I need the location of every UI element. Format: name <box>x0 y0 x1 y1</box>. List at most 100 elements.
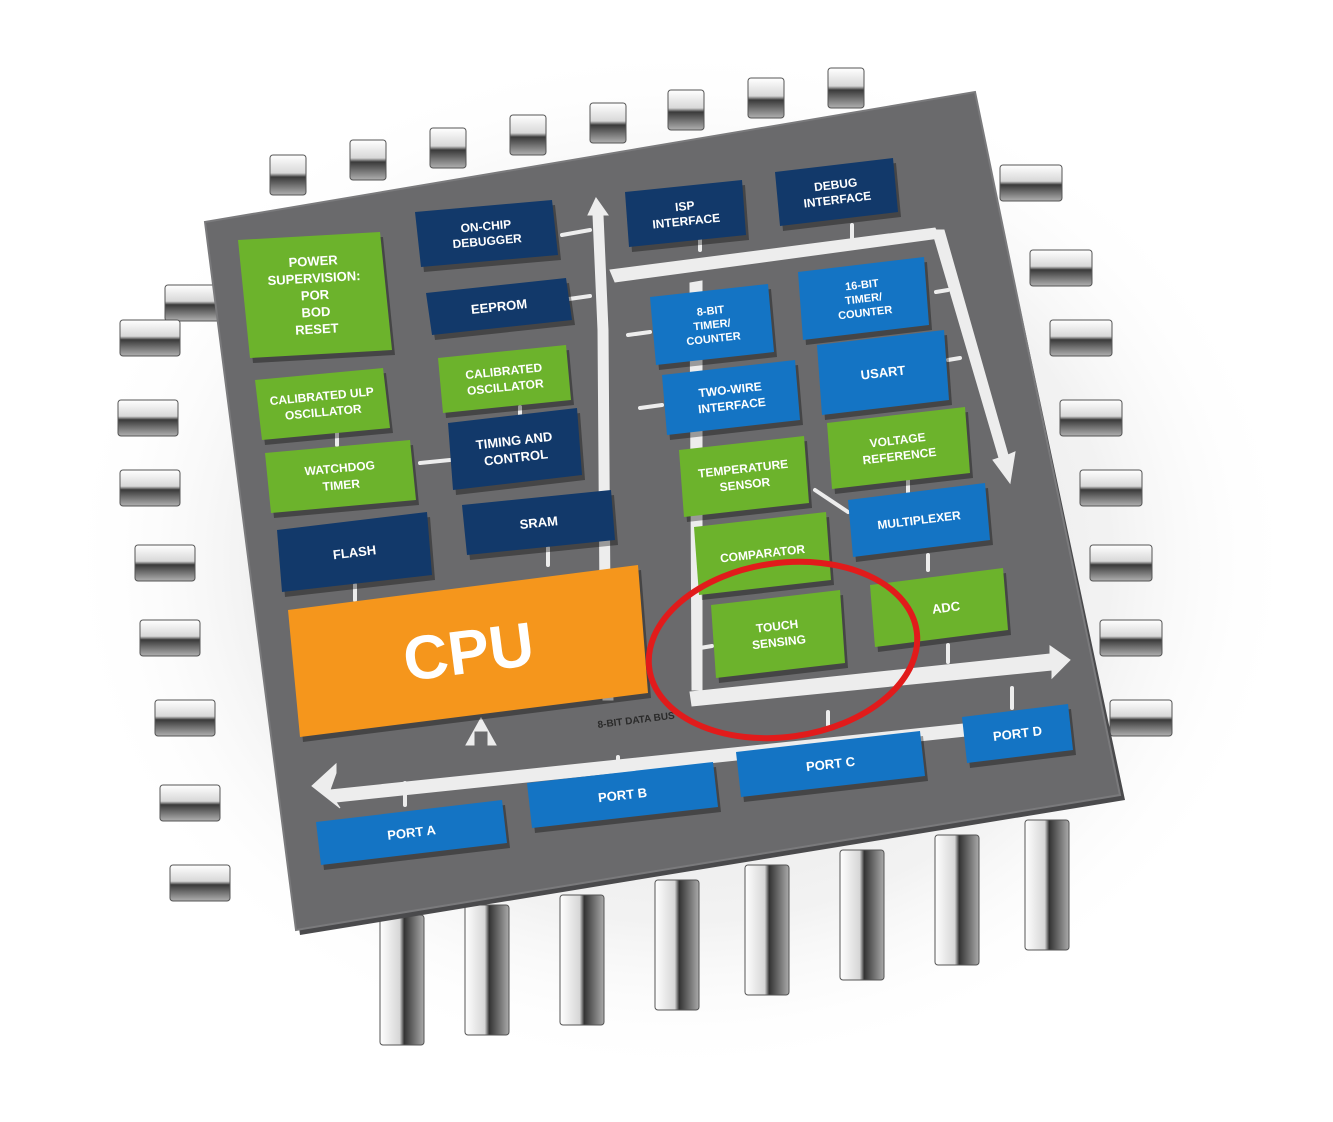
block-label: ADC <box>931 598 961 617</box>
highlight-ring <box>645 558 921 742</box>
block-face <box>662 360 800 435</box>
pin-top-1 <box>269 154 307 196</box>
block-label: BOD <box>301 304 331 321</box>
connector-arrow <box>946 356 962 362</box>
block-label: TIMER/ <box>844 291 882 307</box>
pin-top-6 <box>667 89 705 131</box>
connector-arrow <box>626 330 652 337</box>
pin-right-7 <box>1099 619 1163 657</box>
pin-right-2 <box>1029 249 1093 287</box>
block-label: WATCHDOG <box>304 458 375 478</box>
block-face <box>625 180 746 247</box>
block-face <box>277 512 432 592</box>
pin-top-7 <box>747 77 785 119</box>
block-label: POR <box>301 287 331 304</box>
pin-left-8 <box>159 784 221 822</box>
block-label: TIMER/ <box>693 317 731 333</box>
block-face <box>775 158 898 226</box>
block-label: CONTROL <box>483 446 549 468</box>
pin-right-4 <box>1059 399 1123 437</box>
pin-right-5 <box>1079 469 1143 507</box>
connector-arrow <box>934 288 950 294</box>
block-sram: SRAM <box>462 490 618 560</box>
pin-bottom-4 <box>654 879 700 1011</box>
pin-bottom-6 <box>839 849 885 981</box>
pin-top-3 <box>429 127 467 169</box>
block-label: USART <box>860 362 906 382</box>
pin-top-2 <box>349 139 387 181</box>
connector-arrows <box>335 223 1014 807</box>
connector-arrow <box>418 458 452 465</box>
connector-arrow <box>638 403 664 410</box>
block-face <box>448 408 582 490</box>
block-flash: FLASH <box>277 512 435 597</box>
chip-pins <box>117 67 1173 1046</box>
pin-bottom-8 <box>1024 819 1070 951</box>
pin-left-9 <box>169 864 231 902</box>
block-port-d: PORT D <box>962 704 1076 768</box>
right-bus <box>931 229 1016 485</box>
block-label: SENSOR <box>719 475 771 495</box>
block-face <box>817 330 949 415</box>
block-label: FLASH <box>332 542 377 562</box>
inner-bottom-bus <box>689 645 1071 707</box>
block-usart: USART <box>817 330 952 420</box>
connector-arrow <box>813 488 850 514</box>
block-face <box>527 762 718 828</box>
block-label: DEBUGGER <box>452 231 523 251</box>
block-label: DEBUG <box>813 175 858 194</box>
pin-left-2 <box>119 319 181 357</box>
block-label: 8-BIT <box>696 304 725 319</box>
block-label: SUPERVISION: <box>267 268 361 288</box>
block-port-c: PORT C <box>736 731 928 802</box>
block-face <box>798 257 929 340</box>
cpu-bus-arrow <box>465 716 497 746</box>
block-face <box>962 704 1073 763</box>
block-label: COUNTER <box>686 330 741 348</box>
block-label: INTERFACE <box>652 211 721 232</box>
block-face <box>462 490 615 555</box>
pin-bottom-5 <box>744 864 790 996</box>
block-face <box>827 407 970 489</box>
connector-arrow <box>560 228 592 237</box>
block-analog-comparator: COMPARATOR <box>694 512 834 600</box>
pin-right-8 <box>1109 699 1173 737</box>
pin-left-6 <box>139 619 201 657</box>
block-label: VOLTAGE <box>869 430 926 450</box>
block-face <box>426 278 572 335</box>
pin-left-5 <box>134 544 196 582</box>
block-label: 16-BIT <box>845 277 880 293</box>
pin-left-7 <box>154 699 216 737</box>
block-port-a: PORT A <box>316 800 510 870</box>
block-label: PORT D <box>992 723 1043 744</box>
block-face <box>711 590 845 678</box>
block-label: RESET <box>295 320 339 337</box>
block-label: POWER <box>288 252 338 270</box>
block-multiplexer: MULTIPLEXER <box>848 483 993 562</box>
pin-bottom-1 <box>379 914 425 1046</box>
block-adc: ADC <box>870 568 1011 652</box>
pin-left-4 <box>119 469 181 507</box>
pin-bottom-3 <box>559 894 605 1026</box>
pin-top-8 <box>827 67 865 109</box>
block-face <box>736 731 925 797</box>
block-cpu: CPU <box>288 565 651 742</box>
pin-right-6 <box>1089 544 1153 582</box>
pin-left-3 <box>117 399 179 437</box>
block-face <box>238 232 392 358</box>
block-face <box>316 800 507 865</box>
block-label: CPU <box>399 610 538 695</box>
pin-bottom-2 <box>464 904 510 1036</box>
